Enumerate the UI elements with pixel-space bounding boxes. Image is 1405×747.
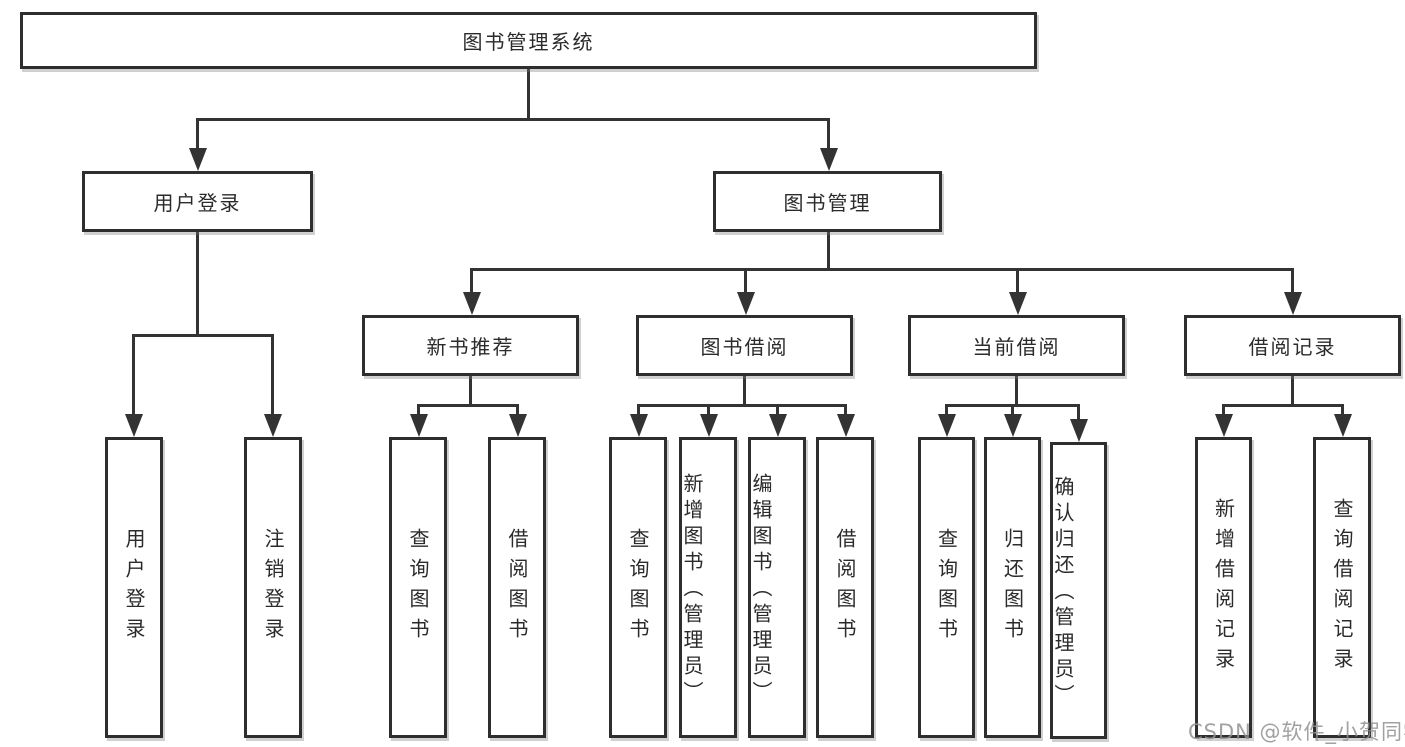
node-root-system: 图书管理系统 [20,12,1037,69]
connector-borrow-record-rail [1222,404,1343,407]
connector-borrow-record-stem [1291,376,1294,406]
arrow-into-leaf-user-login [125,414,143,437]
connector-new-book-rec-drop [470,268,473,294]
arrow-into-br-query [1334,414,1352,437]
connector-user-login-stem [196,232,199,335]
leaf-logout-label: 注销登录 [261,527,285,648]
connector-cb-return-drop [1011,404,1014,418]
connector-book-mgmt-drop [827,118,830,152]
connector-user-login-drop [196,118,199,152]
leaf-rec-query-book-label: 查询图书 [406,527,430,648]
node-new-book-rec-label: 新书推荐 [426,335,515,359]
leaf-bb-edit-book: 编辑图书（管理员） [748,437,806,738]
node-borrow-record: 借阅记录 [1184,315,1401,376]
leaf-bb-add-book-label: 新增图书（管理员） [680,473,704,707]
leaf-user-login-label: 用户登录 [122,527,146,648]
node-borrow-record-label: 借阅记录 [1248,335,1337,359]
leaf-cb-query-book-label: 查询图书 [934,527,959,648]
connector-book-borrow-stem [743,376,746,406]
connector-root-stem [527,68,530,120]
node-book-mgmt: 图书管理 [713,171,942,232]
connector-cb-confirm-drop [1077,404,1080,422]
leaf-cb-return-book: 归还图书 [984,437,1041,738]
leaf-bb-edit-book-label: 编辑图书（管理员） [749,473,773,707]
leaf-bb-query-book-label: 查询图书 [626,527,650,648]
node-current-borrow-label: 当前借阅 [972,335,1061,359]
leaf-br-add-record: 新增借阅记录 [1195,437,1252,738]
arrow-into-new-book-rec [463,292,481,315]
arrow-into-book-borrow [737,292,755,315]
arrow-into-rec-query [410,414,428,437]
csdn-watermark: CSDN @软件_小贺同学 [1188,720,1405,744]
connector-br-add-drop [1222,404,1225,418]
leaf-cb-query-book: 查询图书 [918,437,975,738]
node-user-login-label: 用户登录 [153,191,242,215]
leaf-br-query-record: 查询借阅记录 [1313,437,1371,738]
arrow-into-bb-query [630,414,648,437]
leaf-br-query-record-label: 查询借阅记录 [1330,497,1354,678]
arrow-into-book-mgmt [820,148,838,171]
leaf-cb-confirm-return-label: 确认归还（管理员） [1051,476,1075,710]
connector-book-borrow-rail [637,404,847,407]
connector-new-book-rec-rail [417,404,519,407]
connector-book-borrow-drop [744,268,747,294]
leaf-cb-confirm-return: 确认归还（管理员） [1050,442,1107,739]
leaf-rec-borrow-book: 借阅图书 [488,437,546,738]
node-user-login: 用户登录 [82,171,313,232]
connector-borrow-record-drop [1291,268,1294,294]
connector-rec-borrow-drop [516,404,519,418]
arrow-into-user-login [189,148,207,171]
connector-book-mgmt-rail [470,268,1294,271]
leaf-cb-return-book-label: 归还图书 [1000,527,1025,648]
leaf-logout: 注销登录 [244,437,302,738]
connector-book-mgmt-stem [827,232,830,269]
leaf-bb-query-book: 查询图书 [609,437,667,738]
arrow-into-current-borrow [1009,292,1027,315]
arrow-into-borrow-record [1284,292,1302,315]
node-current-borrow: 当前借阅 [908,315,1125,376]
connector-root-rail [196,118,830,121]
node-book-borrow-label: 图书借阅 [700,335,789,359]
connector-leaf-logout-drop [271,334,274,416]
leaf-bb-add-book: 新增图书（管理员） [679,437,737,738]
connector-rec-query-drop [417,404,420,418]
connector-bb-edit-drop [776,404,779,418]
leaf-user-login: 用户登录 [105,437,163,738]
node-book-mgmt-label: 图书管理 [783,191,872,215]
arrow-into-rec-borrow [509,414,527,437]
arrow-into-bb-add [700,414,718,437]
connector-bb-add-drop [707,404,710,418]
arrow-into-cb-query [938,414,956,437]
leaf-bb-borrow-book-label: 借阅图书 [833,527,857,648]
node-root-system-label: 图书管理系统 [462,30,595,54]
arrow-into-bb-edit [769,414,787,437]
leaf-bb-borrow-book: 借阅图书 [816,437,874,738]
connector-bb-borrow-drop [844,404,847,418]
connector-current-borrow-stem [1015,376,1018,406]
connector-br-query-drop [1341,404,1344,418]
node-new-book-rec: 新书推荐 [362,315,579,376]
node-book-borrow: 图书借阅 [636,315,853,376]
arrow-into-br-add [1215,414,1233,437]
leaf-rec-borrow-book-label: 借阅图书 [505,527,529,648]
arrow-into-cb-return [1004,414,1022,437]
leaf-br-add-record-label: 新增借阅记录 [1211,497,1236,678]
connector-user-login-rail [132,334,274,337]
connector-leaf-user-login-drop [132,334,135,416]
arrow-into-bb-borrow [837,414,855,437]
connector-cb-query-drop [945,404,948,418]
connector-current-borrow-drop [1016,268,1019,294]
connector-bb-query-drop [637,404,640,418]
connector-new-book-rec-stem [469,376,472,406]
arrow-into-cb-confirm [1070,419,1088,442]
arrow-into-leaf-logout [264,414,282,437]
leaf-rec-query-book: 查询图书 [389,437,447,738]
